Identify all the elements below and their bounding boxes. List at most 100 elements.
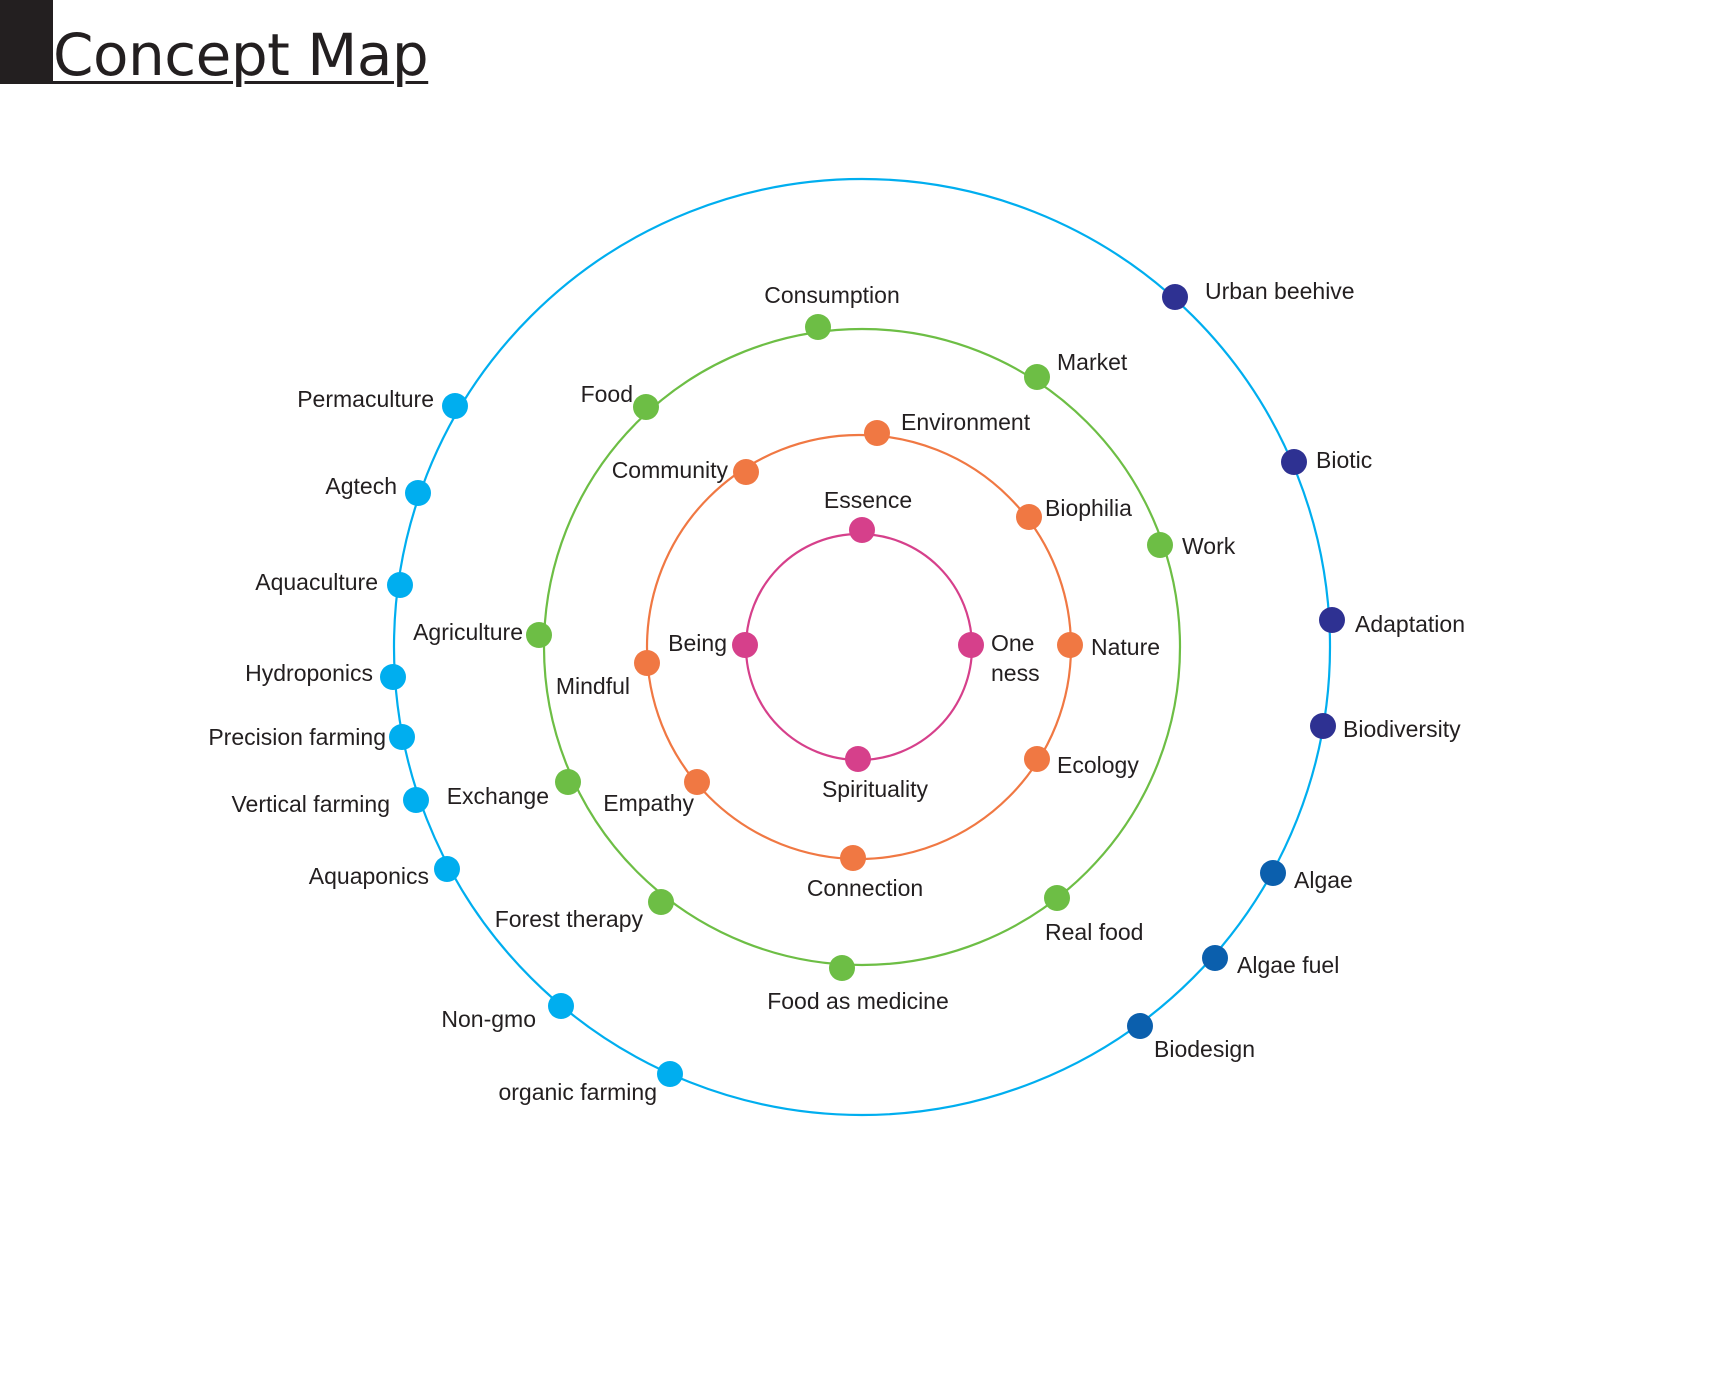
node-label: Nature	[1091, 634, 1160, 660]
node-label: Vertical farming	[231, 791, 390, 817]
node-exchange: Exchange	[447, 769, 581, 809]
node-dot	[1016, 504, 1042, 530]
node-label: Urban beehive	[1205, 278, 1355, 304]
node-dot	[648, 889, 674, 915]
node-dot	[805, 314, 831, 340]
node-label: Consumption	[764, 282, 900, 308]
node-label: Work	[1182, 533, 1236, 559]
node-nature: Nature	[1057, 632, 1160, 660]
node-dot	[1044, 885, 1070, 911]
node-label: Biophilia	[1045, 495, 1132, 521]
node-label: Food	[581, 381, 633, 407]
node-label: Ecology	[1057, 752, 1139, 778]
node-dot	[1057, 632, 1083, 658]
node-environment: Environment	[864, 409, 1031, 446]
node-agriculture: Agriculture	[413, 619, 552, 648]
node-connection: Connection	[807, 845, 923, 901]
node-food: Food	[581, 381, 659, 420]
node-label: Empathy	[603, 790, 694, 816]
node-dot	[403, 787, 429, 813]
node-label: Mindful	[556, 673, 630, 699]
node-aquaponics: Aquaponics	[309, 856, 460, 889]
node-dot	[732, 632, 758, 658]
ring-outer	[392, 177, 1332, 1117]
node-consumption: Consumption	[764, 282, 900, 340]
node-dot	[1024, 746, 1050, 772]
node-precision-farming: Precision farming	[208, 724, 415, 750]
node-community: Community	[612, 457, 759, 485]
node-dot	[849, 517, 875, 543]
node-label: Spirituality	[822, 776, 929, 802]
node-dot	[387, 572, 413, 598]
node-label: Hydroponics	[245, 660, 373, 686]
node-dot	[958, 632, 984, 658]
node-label: Adaptation	[1355, 611, 1465, 637]
node-dot	[555, 769, 581, 795]
node-mindful: Mindful	[556, 650, 660, 699]
node-label: Biodiversity	[1343, 716, 1461, 742]
node-hydroponics: Hydroponics	[245, 660, 406, 690]
node-dot	[829, 955, 855, 981]
node-dot	[633, 394, 659, 420]
node-dot	[634, 650, 660, 676]
node-non-gmo: Non-gmo	[441, 993, 574, 1032]
node-permaculture: Permaculture	[297, 386, 468, 419]
node-dot	[1260, 860, 1286, 886]
node-dot	[1202, 945, 1228, 971]
node-label: Connection	[807, 875, 923, 901]
node-dot	[548, 993, 574, 1019]
node-label: Essence	[824, 487, 912, 513]
node-label: Agtech	[325, 473, 397, 499]
node-dot	[1162, 284, 1188, 310]
node-dot	[684, 769, 710, 795]
ring-middle	[542, 327, 1182, 967]
node-empathy: Empathy	[603, 769, 710, 816]
node-biodiversity: Biodiversity	[1310, 713, 1461, 742]
corner-block	[0, 0, 53, 84]
node-biodesign: Biodesign	[1127, 1013, 1255, 1062]
node-label: Food as medicine	[767, 988, 949, 1014]
node-dot	[840, 845, 866, 871]
node-being: Being	[668, 630, 758, 658]
node-label: Aquaponics	[309, 863, 429, 889]
node-label: Algae fuel	[1237, 952, 1339, 978]
node-urban-beehive: Urban beehive	[1162, 278, 1355, 310]
node-biophilia: Biophilia	[1016, 495, 1132, 530]
node-label: Market	[1057, 349, 1128, 375]
node-label: Precision farming	[208, 724, 386, 750]
node-algae: Algae	[1260, 860, 1353, 893]
node-dot	[526, 622, 552, 648]
node-label: Aquaculture	[255, 569, 378, 595]
node-dot	[845, 746, 871, 772]
node-dot	[733, 459, 759, 485]
node-real-food: Real food	[1044, 885, 1143, 945]
node-forest-therapy: Forest therapy	[495, 889, 674, 932]
node-spirituality: Spirituality	[822, 746, 929, 802]
node-label: Biotic	[1316, 447, 1372, 473]
node-label: Agriculture	[413, 619, 523, 645]
node-dot	[405, 480, 431, 506]
node-dot	[380, 664, 406, 690]
node-label: Community	[612, 457, 729, 483]
node-ecology: Ecology	[1024, 746, 1139, 778]
node-dot	[1281, 449, 1307, 475]
node-dot	[434, 856, 460, 882]
node-dot	[1127, 1013, 1153, 1039]
node-essence: Essence	[824, 487, 912, 543]
node-adaptation: Adaptation	[1319, 607, 1465, 637]
node-dot	[1147, 532, 1173, 558]
node-label: Exchange	[447, 783, 549, 809]
node-algae-fuel: Algae fuel	[1202, 945, 1339, 978]
node-food-as-medicine: Food as medicine	[767, 955, 949, 1014]
node-dot	[864, 420, 890, 446]
node-organic-farming: organic farming	[498, 1061, 683, 1105]
node-dot	[1024, 364, 1050, 390]
page-title: Concept Map	[53, 21, 429, 89]
node-dot	[442, 393, 468, 419]
node-work: Work	[1147, 532, 1236, 559]
node-agtech: Agtech	[325, 473, 431, 506]
node-label: Algae	[1294, 867, 1353, 893]
node-market: Market	[1024, 349, 1128, 390]
